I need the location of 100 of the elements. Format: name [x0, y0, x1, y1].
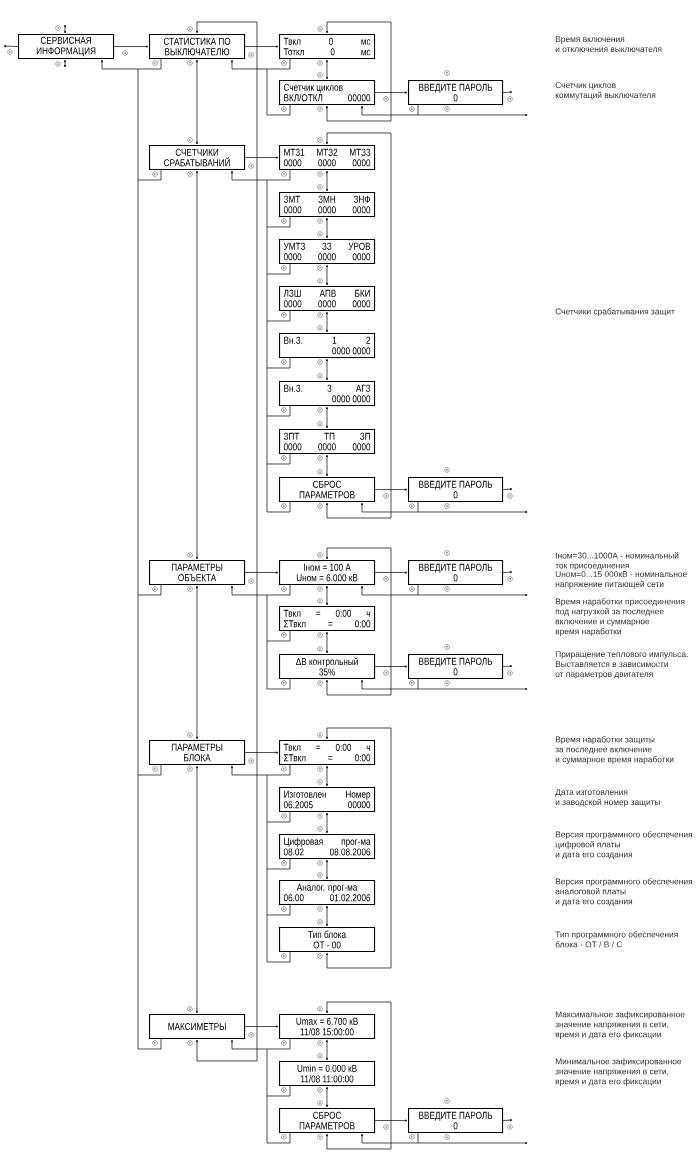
screen-box: СБРОС ПАРАМЕТРОВ: [279, 477, 376, 503]
arrow: [417, 688, 528, 690]
arrow: [361, 502, 419, 513]
connector-line: [266, 630, 291, 642]
arrow: [326, 1039, 328, 1061]
arrow: [326, 264, 328, 286]
note-text: Дата изготовления и заводской номер защиты: [555, 789, 660, 807]
arrow: [326, 585, 328, 606]
screen-box: Изготовлен Номер 06.2005 00000: [279, 787, 376, 813]
arrow: [101, 59, 139, 70]
connector-line: [137, 594, 139, 776]
menu-box: СТАТИСТИКА ПО ВЫКЛЮЧАТЕЛЮ: [149, 34, 246, 60]
arrow: [231, 59, 268, 70]
note-text: Счетчик циклов коммутаций выключателя: [555, 82, 656, 100]
connector-line: [266, 415, 268, 465]
note-text: Версия программного обеспечения цифровой платы и дата его создания: [555, 831, 692, 859]
arrow: [244, 45, 279, 48]
arrow: [196, 21, 258, 1062]
screen-box: Iном = 100 А Uном = 6.000 кВ: [279, 560, 376, 586]
arrow: [326, 1086, 328, 1108]
connector-line: [266, 594, 268, 642]
connector-line: [266, 263, 291, 275]
arrow: [326, 631, 328, 654]
arrow: [361, 105, 419, 116]
connector-line: [266, 774, 268, 823]
note-text: Версия программного обеспечения аналоговой платы и дата его создания: [555, 878, 692, 906]
connector-line: [417, 104, 419, 116]
connector-line: [266, 463, 291, 513]
connector-line: [266, 858, 291, 870]
arrow: [196, 59, 198, 145]
connector-line: [266, 68, 291, 116]
connector-line: [266, 216, 291, 228]
arrow: [326, 765, 328, 787]
arrow: [64, 59, 66, 68]
connector-line: [266, 453, 291, 465]
note-text: Тип программного обеспечения блока - ОТ / В / С: [555, 931, 678, 948]
screen-box: Тип блока ОТ - 00: [279, 927, 376, 953]
menu-box: СЧЕТЧИКИ СРАБАТЫВАНИЙ: [149, 145, 246, 171]
arrow: [326, 905, 328, 927]
connector-line: [266, 821, 268, 870]
screen-box: ЗМТ ЗМН ЗНФ 0000 0000 0000: [279, 192, 376, 218]
connector-line: [266, 1095, 291, 1144]
arrow: [64, 24, 66, 34]
password-box: ВВЕДИТЕ ПАРОЛЬ 0: [408, 654, 504, 680]
connector-line: [266, 1038, 291, 1050]
arrow: [361, 585, 419, 596]
connector-line: [266, 904, 291, 916]
arrow: [374, 571, 408, 574]
password-box: ВВЕДИТЕ ПАРОЛЬ 0: [408, 560, 504, 586]
menu-box: МАКСИМЕТРЫ: [149, 1014, 246, 1040]
arrow: [244, 1025, 279, 1028]
connector-line: [266, 169, 291, 181]
connector-line: [137, 58, 162, 70]
password-box: ВВЕДИТЕ ПАРОЛЬ 0: [408, 80, 504, 106]
arrow: [417, 114, 528, 116]
arrow: [326, 358, 328, 381]
arrow: [196, 170, 198, 560]
note-text: Приращение теплового импульса. Выставляется в зависимости от параметров двигателя: [555, 651, 688, 679]
arrow: [502, 488, 513, 491]
connector-line: [137, 584, 162, 596]
arrow: [374, 91, 408, 94]
connector-line: [266, 914, 291, 963]
note-text: Минимальное зафиксированное значение напряжения в сети, время и дата его фиксации: [555, 1058, 682, 1086]
connector-line: [266, 357, 291, 369]
connector-line: [266, 273, 268, 322]
connector-line: [137, 68, 139, 181]
arrow: [417, 511, 528, 513]
screen-box: ЗПТ ТП ЗП 0000 0000 0000: [279, 429, 376, 455]
connector-line: [266, 640, 291, 690]
arrow: [231, 1039, 268, 1050]
arrow: [326, 132, 392, 519]
arrow: [231, 765, 268, 776]
connector-line: [266, 405, 291, 417]
arrow: [361, 1133, 419, 1144]
screen-box: ЛЗШ АПВ БКИ 0000 0000 0000: [279, 286, 376, 312]
connector-line: [266, 868, 268, 916]
arrow: [326, 454, 328, 477]
note-text: Uном=0...15 000кВ - номинальное напряжение питающей сети: [555, 571, 687, 589]
connector-line: [417, 584, 419, 596]
connector-line: [266, 584, 291, 596]
screen-box: Счетчик циклов ВКЛ/ОТКЛ 00000: [279, 80, 376, 106]
connector-line: [417, 501, 419, 513]
menu-box: СЕРВИСНАЯ ИНФОРМАЦИЯ: [18, 34, 115, 60]
arrow: [231, 170, 268, 181]
note-text: Время включения и отключения выключателя: [555, 36, 662, 52]
arrow: [196, 585, 198, 740]
screen-box: Аналог. прог-ма 06.00 01.02.2006: [279, 880, 376, 906]
connector-line: [266, 320, 268, 369]
arrow: [502, 571, 513, 574]
connector-line: [137, 774, 162, 1050]
connector-line: [266, 1048, 268, 1097]
menu-box: ПАРАМЕТРЫ БЛОКА: [149, 740, 246, 766]
arrow: [374, 488, 408, 491]
note-text: Счетчики срабатывания защит: [555, 308, 675, 317]
screen-box: СБРОС ПАРАМЕТРОВ: [279, 1108, 376, 1134]
arrow: [244, 751, 279, 754]
connector-line: [137, 179, 139, 596]
arrow: [326, 217, 328, 239]
connector-line: [266, 58, 291, 70]
arrow: [3, 45, 19, 48]
